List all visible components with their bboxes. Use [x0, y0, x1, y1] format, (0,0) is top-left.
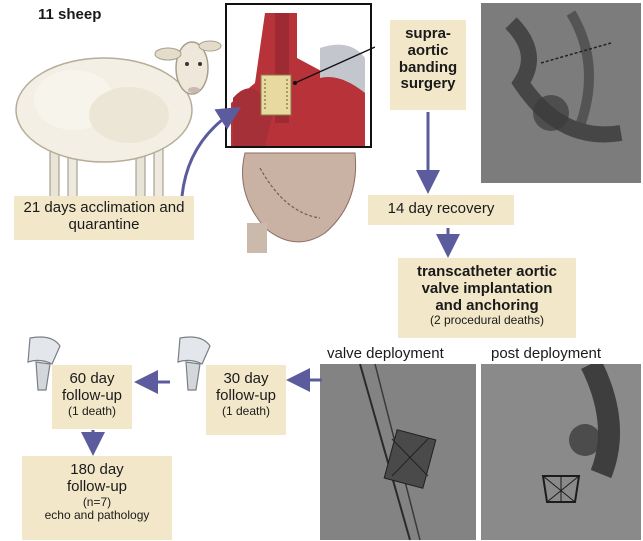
surgery-line-2: aortic — [390, 43, 466, 60]
valve-deployment-image — [320, 364, 476, 540]
tavi-line-2: valve implantation — [398, 281, 576, 298]
followup-30-note: (1 death) — [206, 405, 286, 418]
post-deployment-image — [481, 364, 641, 540]
tavi-line-3: and anchoring — [398, 298, 576, 315]
surgery-line-1: supra- — [390, 26, 466, 43]
sheep-illustration — [4, 20, 224, 210]
followup-180-box: 180 day follow-up (n=7) echo and patholo… — [22, 456, 172, 540]
acclimation-text: 21 days acclimation and quarantine — [24, 199, 185, 233]
followup-180-note-1: (n=7) — [22, 496, 172, 509]
surgery-line-4: surgery — [390, 76, 466, 93]
ultrasound-probe-icon — [172, 334, 216, 392]
followup-30-line-1: 30 day — [206, 371, 286, 388]
followup-30-box: 30 day follow-up (1 death) — [206, 365, 286, 435]
recovery-text: 14 day recovery — [388, 200, 495, 217]
followup-180-line-1: 180 day — [22, 462, 172, 479]
followup-30-line-2: follow-up — [206, 388, 286, 405]
tavi-note: (2 procedural deaths) — [398, 314, 576, 327]
followup-180-line-2: follow-up — [22, 479, 172, 496]
followup-180-note-2: echo and pathology — [22, 509, 172, 522]
ultrasound-probe-icon — [22, 334, 66, 392]
acclimation-box: 21 days acclimation and quarantine — [14, 196, 194, 240]
post-deployment-label: post deployment — [491, 345, 601, 362]
tavi-line-1: transcatheter aortic — [398, 264, 576, 281]
surgery-line-3: banding — [390, 60, 466, 77]
valve-deployment-label: valve deployment — [327, 345, 444, 362]
surgery-box: supra- aortic banding surgery — [390, 20, 466, 110]
banding-angiogram-image — [481, 3, 641, 183]
tavi-box: transcatheter aortic valve implantation … — [398, 258, 576, 338]
followup-60-note: (1 death) — [52, 405, 132, 418]
recovery-box: 14 day recovery — [368, 195, 514, 225]
heart-illustration — [225, 3, 375, 253]
